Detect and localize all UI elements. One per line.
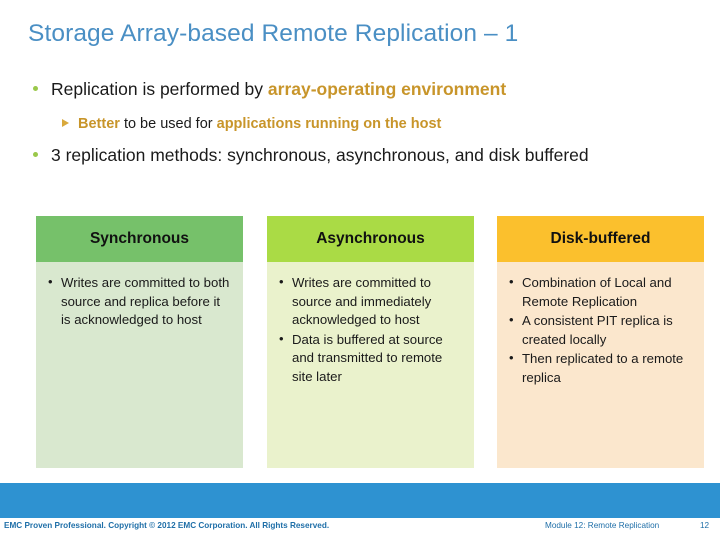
page-title: Storage Array-based Remote Replication –… [28, 20, 519, 47]
column-body: Combination of Local and Remote Replicat… [497, 262, 704, 468]
column-disk-buffered: Disk-buffered Combination of Local and R… [497, 216, 704, 468]
column-body: Writes are committed to source and immed… [267, 262, 474, 468]
column-asynchronous: Asynchronous Writes are committed to sou… [267, 216, 474, 468]
list-item: Combination of Local and Remote Replicat… [509, 273, 694, 311]
column-header: Disk-buffered [497, 216, 704, 262]
footer-page-number: 12 [700, 521, 710, 530]
bullet-dot-icon [33, 86, 38, 91]
highlighted-text: applications running on the host [216, 116, 442, 132]
highlighted-text: array-operating environment [267, 79, 507, 99]
column-list: Writes are committed to both source and … [48, 273, 233, 330]
footer-bar [0, 483, 720, 518]
bullet-item-1-text: Replication is performed by array-operat… [51, 78, 693, 101]
column-header: Asynchronous [267, 216, 474, 262]
list-item: Writes are committed to both source and … [48, 273, 233, 330]
footer-copyright: EMC Proven Professional. Copyright © 201… [4, 521, 330, 530]
bullet-item-3: 3 replication methods: synchronous, asyn… [33, 144, 693, 167]
plain-text: to be used for [123, 116, 217, 132]
column-header: Synchronous [36, 216, 243, 262]
column-synchronous: Synchronous Writes are committed to both… [36, 216, 243, 468]
column-list: Combination of Local and Remote Replicat… [509, 273, 694, 387]
plain-text: Replication is performed by [51, 79, 268, 99]
plain-text: 3 replication methods: synchronous, asyn… [51, 145, 589, 165]
bullet-dot-icon [33, 152, 38, 157]
highlighted-text: Better [78, 116, 124, 132]
bullet-item-2-text: Better to be used for applications runni… [78, 114, 682, 134]
list-item: A consistent PIT replica is created loca… [509, 311, 694, 349]
footer-module-label: Module 12: Remote Replication [545, 521, 660, 530]
bullet-item-2: Better to be used for applications runni… [62, 114, 682, 134]
bullet-item-3-text: 3 replication methods: synchronous, asyn… [51, 144, 693, 167]
column-list: Writes are committed to source and immed… [279, 273, 464, 387]
column-body: Writes are committed to both source and … [36, 262, 243, 468]
bullet-item-1: Replication is performed by array-operat… [33, 78, 693, 101]
list-item: Writes are committed to source and immed… [279, 273, 464, 330]
list-item: Data is buffered at source and transmitt… [279, 330, 464, 387]
arrow-right-icon [62, 119, 69, 127]
list-item: Then replicated to a remote replica [509, 349, 694, 387]
